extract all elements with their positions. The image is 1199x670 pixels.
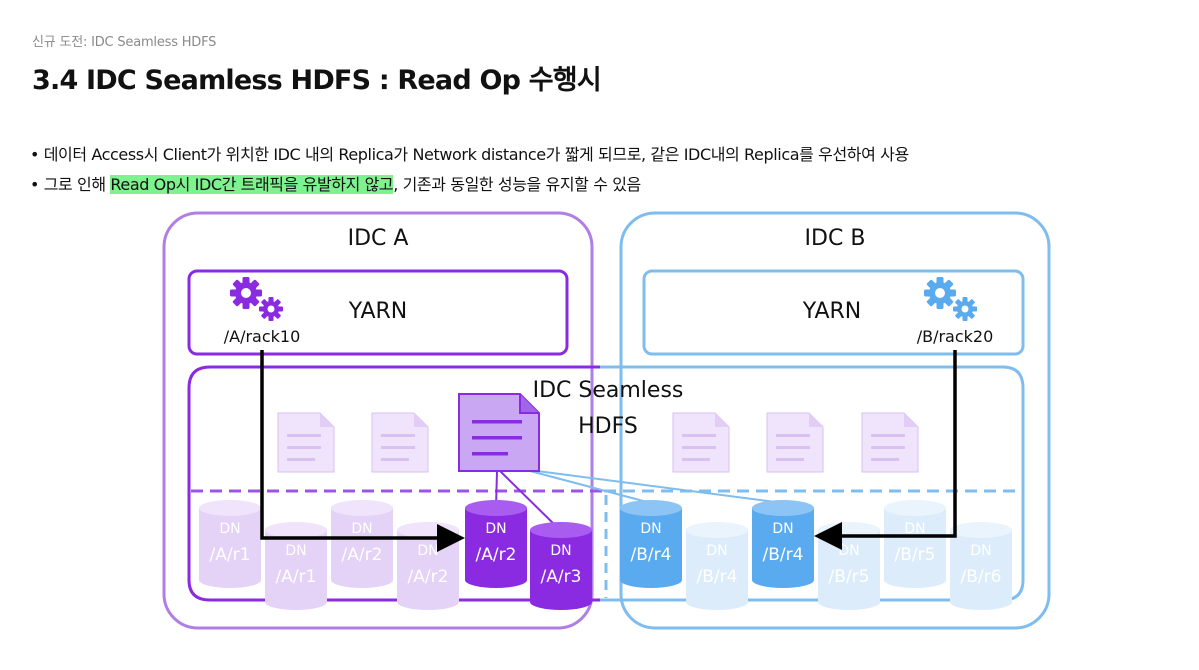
gears-icon: [924, 277, 977, 321]
bullet-prefix: • 그로 인해: [30, 175, 111, 194]
bullet-suffix: , 기존과 동일한 성능을 유지할 수 있음: [393, 175, 641, 194]
datanode-cylinder: DN/B/r4: [686, 522, 748, 610]
datanode-label: DN: [417, 543, 438, 559]
datanode-rack-label: /B/r5: [829, 567, 870, 587]
gears-icon: [230, 277, 283, 321]
yarn-a-label: YARN: [348, 299, 408, 324]
datanode-rack-label: /A/r2: [476, 545, 517, 565]
read-path-arrow-a: [260, 350, 465, 552]
datanode-rack-label: /A/r2: [408, 567, 449, 587]
datanode-cylinder: DN/A/r1: [265, 522, 327, 610]
datanode-rack-label: /A/r1: [276, 567, 317, 587]
datanode-label: DN: [351, 521, 372, 537]
datanode-cylinder: DN/B/r4: [620, 500, 682, 588]
datanode-label: DN: [838, 543, 859, 559]
breadcrumb: 신규 도전: IDC Seamless HDFS: [32, 35, 217, 50]
datanode-label: DN: [970, 543, 991, 559]
datanode-label: DN: [706, 543, 727, 559]
idc-a-frame: [162, 211, 594, 630]
hdfs-label-line2: HDFS: [578, 414, 638, 439]
file-icon: [277, 412, 335, 473]
datanode-label: DN: [485, 521, 506, 537]
datanode-cylinder: DN/A/r3: [530, 522, 592, 610]
datanode-cylinder: DN/B/r5: [884, 500, 946, 588]
rack-a-label: /A/rack10: [224, 327, 301, 346]
datanode-cylinder: DN/A/r2: [397, 522, 459, 610]
datanode-label: DN: [772, 521, 793, 537]
datanode-cylinder: DN/A/r2: [331, 500, 393, 588]
yarn-box-a: [187, 269, 569, 356]
bullet-item-2: • 그로 인해 Read Op시 IDC간 트래픽을 유발하지 않고, 기존과 …: [30, 170, 909, 200]
datanode-label: DN: [904, 521, 925, 537]
rack-b-label: /B/rack20: [917, 327, 994, 346]
hdfs-box-left: [187, 365, 610, 602]
idc-b-label: IDC B: [805, 226, 866, 251]
datanode-rack-label: /A/r2: [342, 545, 383, 565]
bullet-item-1: • 데이터 Access시 Client가 위치한 IDC 내의 Replica…: [30, 145, 909, 164]
datanode-rack-label: /B/r6: [961, 567, 1002, 587]
datanode-rack-label: /B/r4: [631, 545, 672, 565]
datanode-layer: DN/A/r1DN/A/r2DN/A/r2DN/A/r1DN/A/r2DN/A/…: [199, 500, 1012, 610]
datanode-rack-label: /A/r1: [210, 545, 251, 565]
datanode-label: DN: [550, 543, 571, 559]
read-path-arrow-b: [814, 350, 957, 550]
bullet-list: • 데이터 Access시 Client가 위치한 IDC 내의 Replica…: [30, 140, 909, 200]
file-icon: [861, 412, 919, 473]
datanode-rack-label: /A/r3: [541, 567, 582, 587]
file-icon: [371, 412, 429, 473]
yarn-b-label: YARN: [802, 299, 862, 324]
datanode-rack-label: /B/r5: [895, 545, 936, 565]
hdfs-label-line1: IDC Seamless: [533, 378, 684, 403]
datanode-label: DN: [285, 543, 306, 559]
highlighted-text: Read Op시 IDC간 트래픽을 유발하지 않고: [110, 175, 394, 194]
datanode-rack-label: /B/r4: [697, 567, 738, 587]
idc-a-label: IDC A: [348, 226, 409, 251]
page-title: 3.4 IDC Seamless HDFS : Read Op 수행시: [32, 65, 602, 96]
datanode-cylinder: DN/B/r4: [752, 500, 814, 588]
datanode-rack-label: /B/r4: [763, 545, 804, 565]
file-icon: [766, 412, 824, 473]
datanode-cylinder: DN/B/r6: [950, 522, 1012, 610]
datanode-cylinder: DN/A/r1: [199, 500, 261, 588]
idc-b-frame: [619, 211, 1051, 630]
datanode-label: DN: [219, 521, 240, 537]
document-icon: [458, 393, 540, 472]
datanode-cylinder: DN/A/r2: [465, 500, 527, 588]
file-icon: [672, 412, 730, 473]
datanode-label: DN: [640, 521, 661, 537]
